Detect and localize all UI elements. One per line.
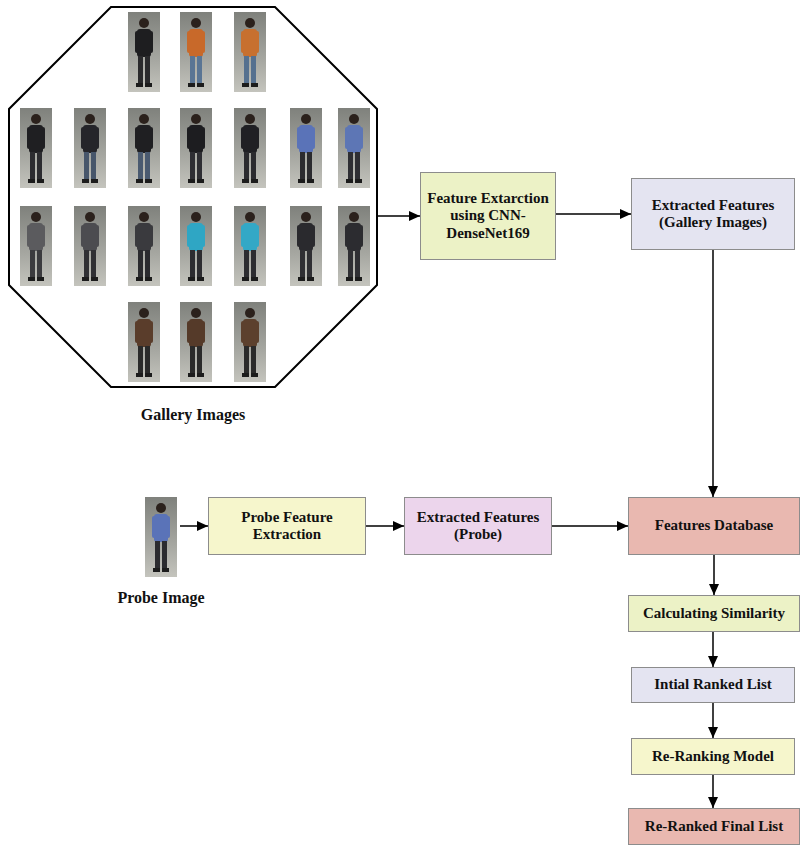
- probe-person-image: [145, 497, 177, 577]
- person-image: [74, 206, 106, 286]
- octagon-outline: [8, 6, 378, 388]
- process-box: Re-Ranked Final List: [628, 808, 800, 845]
- process-box: Probe Feature Extraction: [208, 497, 366, 555]
- person-image: [128, 302, 160, 382]
- gallery-images: [20, 12, 370, 382]
- person-image: [180, 108, 212, 188]
- box-label: Probe Feature Extraction: [215, 509, 359, 544]
- probe-image: Probe Image: [142, 497, 180, 577]
- person-image: [234, 108, 266, 188]
- person-image: [338, 108, 370, 188]
- process-box: Re-Ranking Model: [631, 738, 795, 775]
- box-label: Extracted Features (Probe): [411, 509, 545, 544]
- box-label: Re-Ranking Model: [652, 748, 774, 765]
- person-image: [180, 206, 212, 286]
- person-image: [290, 108, 322, 188]
- person-image: [338, 206, 370, 286]
- process-box: Features Database: [628, 497, 800, 555]
- box-label: Feature Extarction using CNN-DenseNet169: [427, 190, 549, 242]
- box-label: Features Database: [655, 517, 773, 534]
- flow-arrow: [712, 703, 714, 738]
- image-caption: Gallery Images: [141, 406, 245, 424]
- person-image: [128, 108, 160, 188]
- person-image: [128, 206, 160, 286]
- person-image: [234, 12, 266, 92]
- person-image: [290, 206, 322, 286]
- flow-arrow: [366, 525, 404, 527]
- process-box: Extracted Features (Probe): [404, 497, 552, 555]
- box-label: Extracted Features (Gallery Images): [638, 197, 788, 232]
- box-label: Calculating Similarity: [643, 605, 785, 622]
- flow-arrow: [712, 250, 714, 497]
- flow-arrow: [180, 525, 208, 527]
- flow-arrow: [713, 555, 715, 595]
- image-caption: Probe Image: [117, 589, 204, 607]
- process-box: Feature Extarction using CNN-DenseNet169: [420, 172, 556, 260]
- person-image: [234, 206, 266, 286]
- person-image: [180, 12, 212, 92]
- person-image: [20, 108, 52, 188]
- person-image: [180, 302, 212, 382]
- flow-arrow: [552, 525, 628, 527]
- process-box: Calculating Similarity: [628, 595, 800, 632]
- flow-arrow: [712, 632, 714, 667]
- octagon-border: [9, 7, 377, 387]
- person-image: [20, 206, 52, 286]
- box-label: Intial Ranked List: [654, 676, 772, 693]
- person-image: [234, 302, 266, 382]
- flow-arrow: [556, 213, 631, 215]
- flow-arrow: [712, 775, 714, 808]
- person-image: [74, 108, 106, 188]
- process-box: Intial Ranked List: [631, 667, 795, 703]
- flow-arrow: [378, 215, 420, 217]
- gallery-octagon: Gallery Images: [8, 6, 378, 388]
- person-image: [128, 12, 160, 92]
- process-box: Extracted Features (Gallery Images): [631, 178, 795, 250]
- box-label: Re-Ranked Final List: [645, 818, 783, 835]
